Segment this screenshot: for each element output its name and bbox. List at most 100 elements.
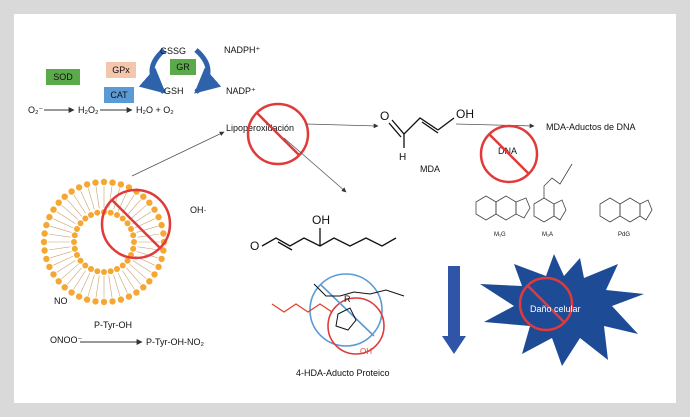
lipid-head-inner [77, 220, 84, 227]
lipid-tail [67, 199, 82, 217]
lipid-head-outer [117, 181, 125, 188]
oh-radical-label: OH· [190, 205, 207, 215]
lipid-head-inner [101, 269, 107, 275]
lipid-tail [48, 233, 71, 238]
no-label: NO [54, 296, 68, 306]
lipid-tail [136, 251, 158, 259]
lipid-head-inner [128, 226, 134, 232]
lipid-tail [73, 270, 86, 290]
lipid-head-inner [119, 262, 126, 269]
mda-adducts-label: MDA-Aductos de DNA [546, 122, 636, 132]
lipid-head-inner [71, 232, 78, 239]
lipid-tail [52, 218, 74, 229]
lipid-head-inner [114, 266, 120, 272]
pdg-structure [599, 197, 653, 223]
lipid-tail [129, 205, 147, 220]
ma-structure [533, 163, 573, 223]
lipid-head-inner [77, 257, 84, 264]
mda-h-atom: H [399, 152, 406, 163]
lipid-head-outer [61, 284, 68, 291]
gr-box: GR [170, 59, 196, 75]
lipid-head-outer [83, 296, 91, 303]
lipid-head-outer [155, 213, 162, 221]
lipid-head-inner [107, 209, 114, 216]
lipid-tail [87, 274, 95, 296]
lipid-tail [95, 275, 100, 298]
lipid-head-inner [74, 252, 80, 258]
lipid-head-outer [158, 221, 165, 229]
sod-box: SOD [46, 69, 80, 85]
lipid-tail [126, 267, 141, 285]
diagram-canvas: GSSG GSH NADPH⁺ NADP⁺ O₂⁻ H₂O₂ H₂O + O₂ … [28, 45, 653, 378]
superoxide-label: O₂⁻ [28, 105, 43, 115]
adduct-oh-label: OH [360, 347, 372, 356]
nadph-nadp-arc [194, 48, 222, 94]
onoo-label: ONOO⁻ [50, 335, 83, 345]
prohibit-sign-dna [479, 124, 539, 184]
lipid-tail [87, 188, 95, 210]
lipid-tail [113, 274, 121, 296]
lipid-head-inner [131, 239, 137, 245]
lipid-head-outer [40, 238, 48, 246]
products-label: H₂O + O₂ [136, 105, 174, 115]
r-group-label: R [344, 294, 351, 304]
mda-label: MDA [420, 164, 440, 174]
lipid-tail [108, 275, 113, 298]
lipid-head-inner [74, 226, 80, 232]
hne-o-atom: O [250, 239, 259, 253]
lipoperoxidacion-label: Lipoperoxidación [226, 123, 294, 133]
lipid-head-outer [146, 278, 153, 285]
lipid-head-outer [125, 184, 133, 191]
gsh-label: GSH [164, 86, 184, 96]
lipid-head-outer [41, 230, 48, 237]
lipid-head-outer [50, 271, 57, 278]
lipid-head-outer [46, 263, 53, 271]
lipid-head-inner [71, 239, 77, 245]
lipid-head-outer [160, 247, 167, 254]
lipid-head-outer [68, 188, 75, 195]
lipid-head-inner [119, 215, 126, 222]
lipid-tail [50, 225, 72, 233]
prohibit-sign-damage [518, 276, 574, 332]
lipid-tail [50, 251, 72, 259]
lipid-tail [113, 188, 121, 210]
lipid-head-inner [71, 245, 78, 252]
lipid-tail [126, 199, 141, 217]
lipid-tail [137, 246, 160, 251]
lipid-head-outer [61, 193, 68, 200]
lipid-tail [80, 190, 91, 212]
lipid-head-outer [68, 289, 75, 296]
hda-adduct-label: 4-HDA-Aducto Proteico [296, 368, 390, 378]
prohibit-sign-lipoperoxidation [246, 102, 310, 166]
dano-celular-label: Daño celular [530, 304, 581, 314]
arrow-to-lipoperoxidation [131, 131, 225, 177]
cat-box: CAT [104, 87, 134, 103]
lipid-head-outer [92, 179, 99, 186]
lipid-tail [52, 255, 74, 266]
lipid-head-outer [43, 255, 50, 263]
lipid-head-inner [130, 232, 137, 239]
lipid-head-inner [94, 209, 101, 216]
ptyr-label: P-Tyr-OH [94, 320, 132, 330]
lipid-tail [132, 211, 152, 224]
lipid-tail [56, 211, 76, 224]
hne-oh-group: OH [312, 213, 330, 227]
lipid-head-outer [43, 221, 50, 229]
protein-adduct-structure [271, 273, 405, 355]
lipid-head-outer [75, 293, 83, 300]
lipid-head-inner [114, 212, 120, 218]
lipid-tail [117, 272, 128, 294]
arrow-to-mda-adducts [455, 123, 535, 129]
lipid-head-outer [100, 178, 108, 186]
lipid-head-outer [133, 289, 140, 296]
ma-label: M₁A [542, 232, 553, 238]
lipid-tail [136, 225, 158, 233]
lipid-head-inner [94, 268, 101, 275]
arrow-to-mda [305, 123, 379, 129]
ptyr-no2-label: P-Tyr-OH-NO₂ [146, 337, 204, 347]
mda-o-atom: O [380, 109, 389, 123]
lipid-head-outer [125, 293, 133, 300]
lipid-head-outer [55, 278, 62, 285]
lipid-head-outer [109, 298, 116, 305]
lipid-head-outer [92, 298, 99, 305]
